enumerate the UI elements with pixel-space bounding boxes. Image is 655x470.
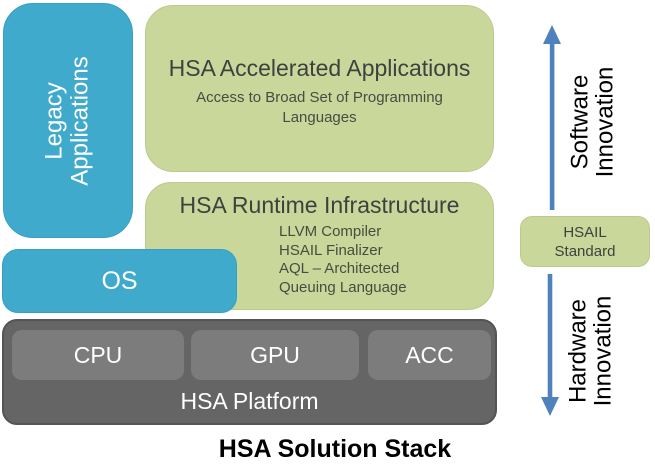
hardware-innovation-label: Hardware Innovation (564, 295, 617, 407)
os-label: OS (101, 266, 138, 295)
software-innovation-label-wrap: Software Innovation (552, 42, 632, 202)
legacy-applications-label: Legacy Applications (41, 55, 95, 186)
cpu-label: CPU (73, 341, 123, 368)
acc-box: ACC (368, 330, 491, 380)
runtime-item-queuing: Queuing Language (279, 278, 407, 296)
software-innovation-arrow-up-icon (543, 25, 561, 210)
runtime-items-list: LLVM Compiler HSAIL Finalizer AQL – Arch… (279, 223, 493, 297)
accelerated-applications-subtitle: Access to Broad Set of Programming Langu… (196, 89, 443, 126)
os-box: OS (2, 249, 237, 313)
hsail-standard-label: HSAIL Standard (554, 223, 616, 260)
runtime-item-aql: AQL – Architected (279, 260, 400, 277)
software-innovation-label: Software Innovation (566, 66, 619, 178)
hardware-innovation-label-wrap: Hardware Innovation (550, 271, 630, 431)
hsa-platform-label: HSA Platform (180, 388, 319, 414)
runtime-infrastructure-title: HSA Runtime Infrastructure (179, 192, 460, 218)
hsail-standard-box: HSAIL Standard (520, 216, 650, 267)
diagram-caption: HSA Solution Stack (218, 435, 452, 463)
acc-label: ACC (405, 341, 454, 368)
gpu-box: GPU (191, 330, 359, 380)
runtime-item-hsail-finalizer: HSAIL Finalizer (279, 241, 383, 259)
cpu-box: CPU (12, 330, 184, 380)
accelerated-applications-title: HSA Accelerated Applications (168, 55, 471, 81)
accelerated-applications-box: HSA Accelerated Applications Access to B… (145, 5, 494, 172)
hsa-platform-box: CPU GPU ACC HSA Platform (2, 319, 497, 425)
hardware-innovation-arrow-down-icon (541, 274, 559, 416)
gpu-label: GPU (250, 341, 300, 368)
legacy-applications-box: Legacy Applications (3, 3, 133, 238)
runtime-item-llvm: LLVM Compiler (279, 223, 382, 240)
